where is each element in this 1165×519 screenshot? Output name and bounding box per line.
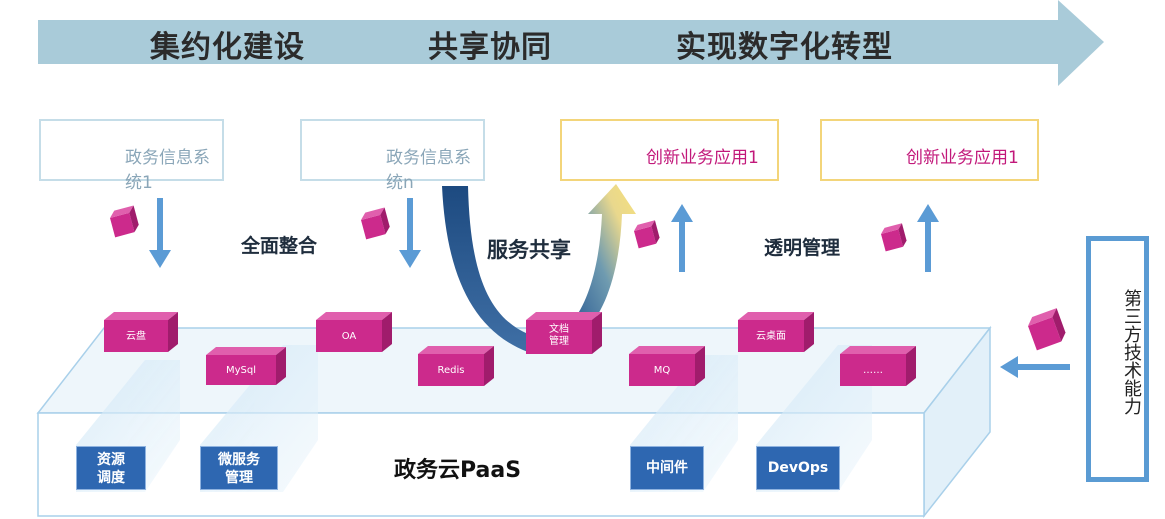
innovation-app-label-1: 创新业务应用1: [646, 148, 759, 168]
service-share-arc-down: [442, 186, 528, 352]
legacy-system-label-2: 政务信息系统n: [386, 148, 471, 193]
legacy-system-box-2: 政务信息系统n: [300, 119, 485, 193]
integrate-label: 全面整合: [241, 235, 318, 257]
legacy-system-box-1: 政务信息系统1: [39, 119, 224, 193]
service-label-document: 文档 管理: [549, 324, 569, 347]
service-label-mysql: MySql: [225, 365, 257, 376]
service-label-oa: OA: [341, 331, 357, 342]
service-label-mq: MQ: [653, 365, 671, 376]
banner-phrase-1: 集约化建设: [150, 30, 305, 65]
service-share-label: 服务共享: [487, 238, 571, 262]
service-label-cloud-drive: 云盘: [126, 331, 146, 342]
service-label-more: ……: [863, 365, 883, 376]
module-microservice-management: 微服务 管理: [200, 446, 278, 490]
innovation-app-label-2: 创新业务应用1: [906, 148, 1019, 168]
cube-decor: [110, 205, 1066, 351]
banner-phrase-3: 实现数字化转型: [676, 30, 893, 65]
integration-arrow-1: [149, 198, 171, 268]
service-share-arc-up: [572, 184, 636, 332]
service-blocks: [104, 312, 916, 386]
banner-arrow: [38, 0, 1104, 86]
third-party-capability-box: 第三方技术能力: [1086, 236, 1149, 482]
innovation-app-box-1: 创新业务应用1: [560, 119, 779, 181]
banner-phrase-2: 共享协同: [428, 30, 552, 65]
third-party-arrow: [1000, 356, 1070, 378]
module-middleware: 中间件: [630, 446, 704, 490]
platform-title: 政务云PaaS: [394, 458, 522, 483]
transparent-management-label: 透明管理: [764, 237, 841, 259]
module-devops: DevOps: [756, 446, 840, 490]
legacy-system-label-1: 政务信息系统1: [125, 148, 210, 193]
integration-arrow-2: [399, 198, 421, 268]
service-label-redis: Redis: [437, 365, 465, 376]
third-party-capability-label: 第三方技术能力: [1121, 289, 1142, 415]
management-arrow-2: [917, 204, 939, 272]
module-resource-scheduling: 资源 调度: [76, 446, 146, 490]
innovation-app-box-2: 创新业务应用1: [820, 119, 1039, 181]
management-arrow-1: [671, 204, 693, 272]
service-label-cloud-desktop: 云桌面: [756, 331, 786, 342]
